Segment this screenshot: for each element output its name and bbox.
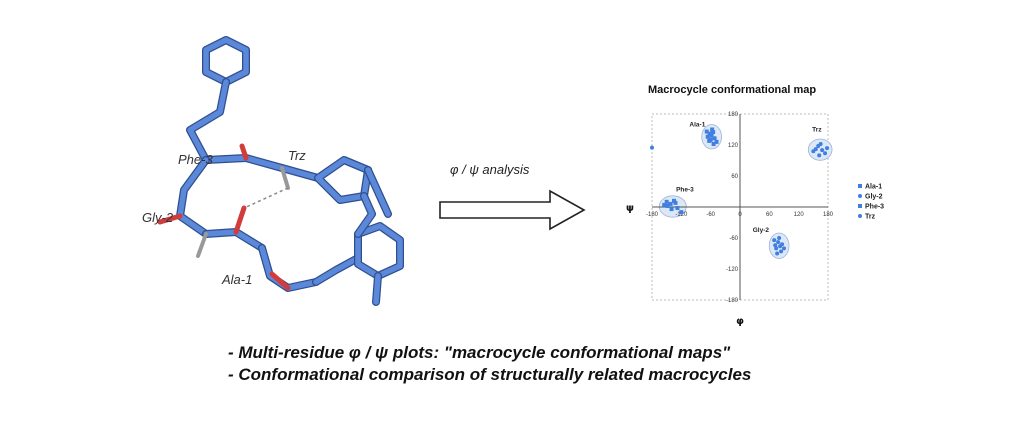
data-point xyxy=(774,246,779,251)
data-point xyxy=(675,206,680,211)
conformational-map-chart: -180 -120 -60 0 60 120 180 -180 -120 -60 60 120 180 φ… xyxy=(626,112,884,327)
data-point xyxy=(823,151,828,156)
y-tick-label: 120 xyxy=(728,143,739,149)
residue-label-gly2: Gly-2 xyxy=(142,210,174,225)
data-point xyxy=(704,129,709,134)
macrocycle-stick-model xyxy=(157,36,404,306)
legend-label: Gly-2 xyxy=(865,194,883,201)
data-point xyxy=(707,131,712,136)
legend-label: Ala-1 xyxy=(865,184,882,191)
data-point xyxy=(775,251,780,256)
x-tick-label: 180 xyxy=(823,212,834,218)
data-point xyxy=(650,145,654,150)
chart-title: Macrocycle conformational map xyxy=(648,84,817,96)
data-point xyxy=(825,146,830,151)
x-tick-label: 0 xyxy=(738,212,742,218)
cluster-annotation: Phe-3 xyxy=(676,187,694,194)
data-point xyxy=(780,242,785,247)
bullet-2: - Conformational comparison of structura… xyxy=(228,365,752,384)
x-tick-label: -180 xyxy=(646,212,659,218)
data-point xyxy=(711,130,716,135)
x-tick-label: 60 xyxy=(766,212,773,218)
residue-label-phe3: Phe-3 xyxy=(178,152,213,167)
y-tick-label: -180 xyxy=(726,298,739,304)
data-point xyxy=(818,141,823,146)
legend-label: Phe-3 xyxy=(865,204,884,211)
data-point xyxy=(672,198,676,203)
y-tick-label: 60 xyxy=(731,174,738,180)
data-point xyxy=(709,133,714,138)
data-point xyxy=(782,246,786,251)
x-axis-label: φ xyxy=(736,316,744,327)
data-point xyxy=(679,210,684,215)
cluster-ellipse xyxy=(807,138,833,161)
summary-bullets: - Multi-residue φ / ψ plots: "macrocycle… xyxy=(228,342,751,386)
data-point xyxy=(773,243,778,248)
plot-axes: -180 -120 -60 0 60 120 180 -180 -120 -60 60 120 180 φ… xyxy=(626,112,834,327)
data-point xyxy=(811,149,816,154)
data-point xyxy=(779,249,784,254)
cluster-annotation: Trz xyxy=(812,127,822,134)
scatter-points xyxy=(650,127,830,256)
data-point xyxy=(673,200,678,205)
legend-label: Trz xyxy=(865,214,876,221)
y-tick-label: -60 xyxy=(729,236,738,242)
data-point xyxy=(664,199,669,204)
data-point xyxy=(669,207,674,212)
data-point xyxy=(817,153,822,158)
data-point xyxy=(710,127,715,132)
data-point xyxy=(777,236,782,240)
residue-label-trz: Trz xyxy=(288,148,306,163)
legend-marker xyxy=(858,214,862,218)
arrow-label: φ / ψ analysis xyxy=(450,162,530,177)
data-point xyxy=(707,138,712,143)
right-arrow-icon xyxy=(439,189,586,231)
data-point xyxy=(705,134,710,139)
data-point xyxy=(772,238,777,243)
molecule-bonds xyxy=(157,36,404,306)
y-axis-label: ψ xyxy=(626,203,634,214)
legend-marker xyxy=(858,204,862,208)
data-point xyxy=(820,148,825,153)
data-point xyxy=(711,141,716,146)
data-point xyxy=(662,202,667,207)
data-point xyxy=(712,136,717,141)
data-point xyxy=(714,139,719,144)
residue-label-ala1: Ala-1 xyxy=(222,272,253,287)
y-tick-label: -120 xyxy=(726,267,739,273)
x-tick-label: -60 xyxy=(706,212,715,218)
cluster-annotation: Ala-1 xyxy=(689,122,705,129)
x-tick-label: -120 xyxy=(675,212,688,218)
y-tick-label: 180 xyxy=(728,112,739,118)
data-point xyxy=(668,201,673,206)
data-point xyxy=(776,240,781,245)
bullet-1: - Multi-residue φ / ψ plots: "macrocycle… xyxy=(228,343,731,362)
cluster-annotation: Gly-2 xyxy=(753,227,770,234)
legend-marker xyxy=(858,184,862,188)
x-tick-label: 120 xyxy=(794,212,805,218)
legend-marker xyxy=(858,194,862,198)
data-point xyxy=(665,203,670,208)
